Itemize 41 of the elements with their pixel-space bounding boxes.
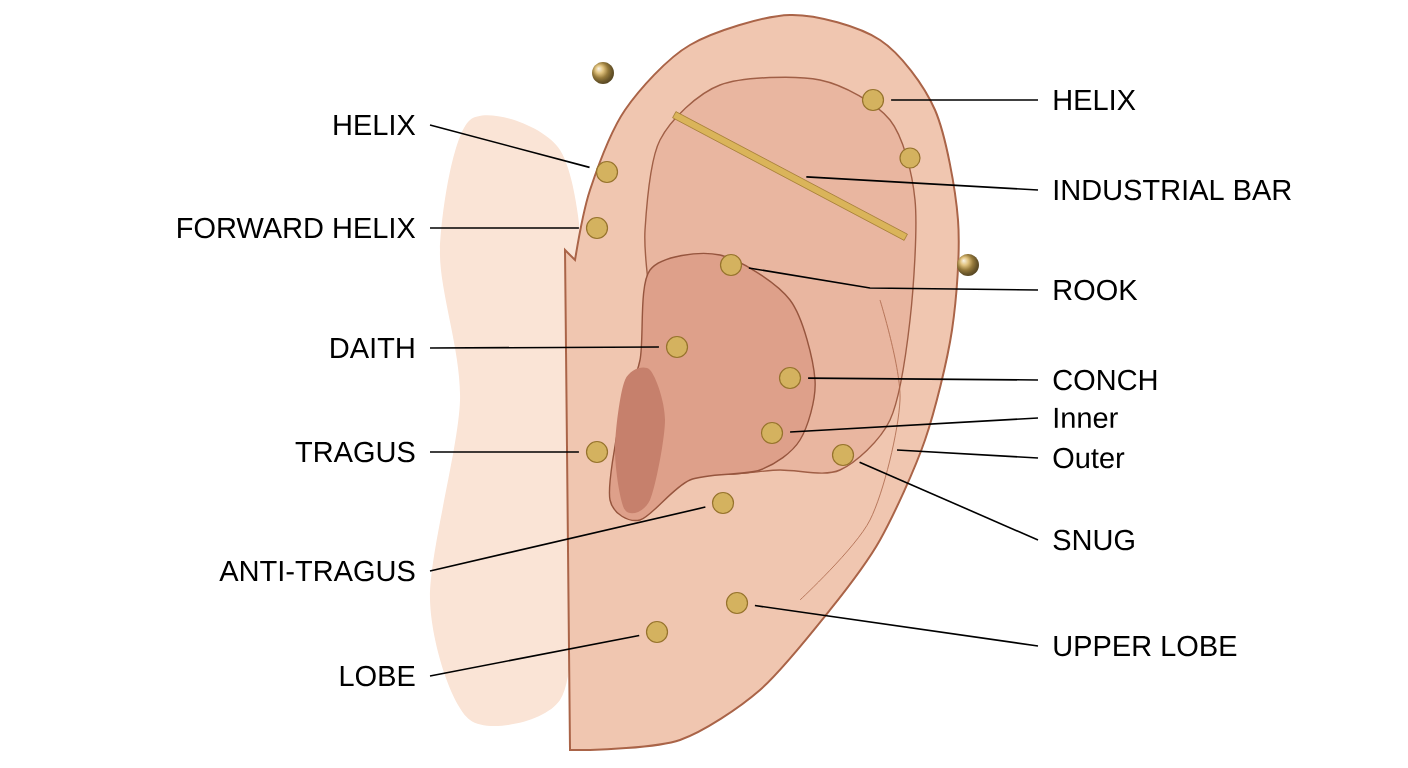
part-label: Inner [1054,407,1118,429]
piercing-stud [725,591,749,615]
part-label: FORWARD HELIX [178,217,416,239]
piercing-stud [861,88,885,112]
leader-line [896,449,1039,459]
leader-line [429,227,580,229]
piercing-stud [760,421,784,445]
part-label: HELIX [334,115,416,135]
part-label: Outer [1053,447,1125,469]
industrial-bar [672,111,908,241]
part-label: DAITH [331,338,414,358]
leader-line [429,634,641,677]
piercing-stud [831,443,855,467]
piercing-stud [585,440,609,464]
part-label: ROOK [1054,279,1138,301]
leader-line [748,267,1039,291]
piercing-stud [595,160,619,184]
leader-line [429,124,591,169]
piercing-stud [719,253,743,277]
part-label: HELIX [1054,90,1136,110]
piercing-stud [665,335,689,359]
leader-line [789,417,1039,433]
part-label: INDUSTRIAL BAR [1054,179,1291,201]
part-label: TRAGUS [295,441,415,463]
leader-line [429,506,707,572]
leader-line [429,346,660,349]
leader-line [805,176,1039,191]
leader-line [890,99,1039,101]
part-label: SNUG [1053,529,1134,551]
part-label: LOBE [340,665,415,687]
leader-line [858,461,1039,541]
piercing-stud [585,216,609,240]
piercing-stud [711,491,735,515]
part-label: UPPER LOBE [1054,635,1237,657]
piercing-stud [778,366,802,390]
leader-line [807,377,1039,381]
piercing-stud [645,620,669,644]
part-label: CONCH [1053,369,1157,391]
part-label: ANTI-TRAGUS [219,560,415,582]
leader-line [429,451,580,453]
leader-line [754,604,1039,647]
